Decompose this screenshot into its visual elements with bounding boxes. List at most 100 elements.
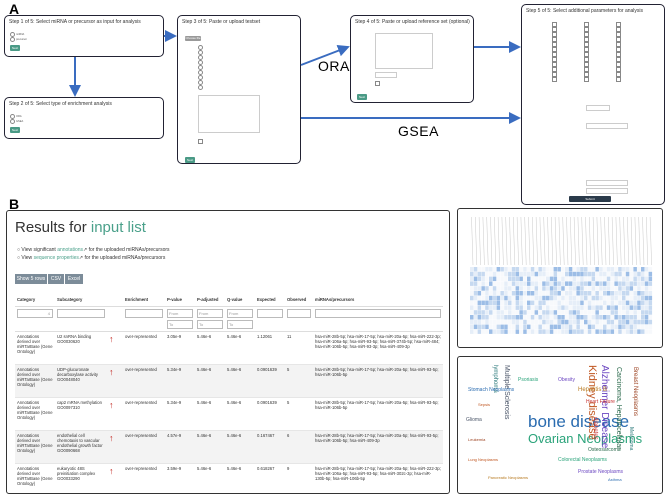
category-checkbox[interactable] [584,22,589,27]
expected-filter[interactable] [257,309,283,318]
subcategory-filter[interactable] [57,309,105,318]
testset-textarea[interactable] [198,95,260,133]
enrichment-filter[interactable] [125,309,163,318]
reference-textarea[interactable] [375,33,433,69]
category-checkbox[interactable] [616,52,621,57]
species-radio-5[interactable] [198,65,203,70]
column-header-8[interactable]: Observed [285,292,313,307]
mirnas-filter[interactable] [315,309,441,318]
species-radio-4[interactable] [198,60,203,65]
reference-checkbox[interactable] [375,81,380,86]
radio-ora[interactable] [10,114,15,119]
category-checkbox[interactable] [616,42,621,47]
sequence-properties-link[interactable]: sequence properties [33,255,79,261]
choose-file-button[interactable]: Choose file [185,36,201,41]
heatmap-cell [470,300,474,306]
padj-from[interactable]: From [197,309,223,318]
category-checkbox[interactable] [552,77,557,82]
qvalue-to[interactable]: To [227,320,253,329]
category-checkbox[interactable] [552,52,557,57]
column-header-6[interactable]: Q-value [225,292,255,307]
column-header-2[interactable] [107,292,123,307]
heatmap-cell [606,315,611,320]
radio-gsea[interactable] [10,119,15,124]
cell-p: 5.34e-9 [165,364,195,398]
category-checkbox[interactable] [616,57,621,62]
significance-input[interactable] [586,180,628,186]
category-checkbox[interactable] [616,47,621,52]
category-checkbox[interactable] [616,72,621,77]
wordcloud-word: Osteosarcoma [588,447,621,453]
category-checkbox[interactable] [584,62,589,67]
category-checkbox[interactable] [584,77,589,82]
step2-next-button[interactable]: Next [10,127,20,133]
column-header-4[interactable]: P-value [165,292,195,307]
column-header-0[interactable]: Category [15,292,55,307]
column-header-9[interactable]: miRNAs/precursors [313,292,443,307]
category-checkbox[interactable] [584,27,589,32]
category-checkbox[interactable] [552,62,557,67]
min-entries-input[interactable] [586,188,628,194]
option-checkbox[interactable] [198,139,203,144]
heatmap-cell [500,324,504,330]
category-checkbox[interactable] [584,57,589,62]
arrow-s3-s4 [300,44,350,66]
excel-button[interactable]: Excel [65,274,83,284]
category-checkbox[interactable] [552,42,557,47]
category-checkbox[interactable] [552,57,557,62]
category-checkbox[interactable] [552,27,557,32]
category-checkbox[interactable] [584,52,589,57]
annotations-link[interactable]: annotations [57,247,84,253]
category-checkbox[interactable] [616,67,621,72]
species-radio-7[interactable] [198,75,203,80]
category-checkbox[interactable] [552,72,557,77]
reference-select[interactable] [375,72,397,78]
category-checkbox[interactable] [616,27,621,32]
category-checkbox[interactable] [584,37,589,42]
category-checkbox[interactable] [584,47,589,52]
category-checkbox[interactable] [552,32,557,37]
step3-next-button[interactable]: Next [185,157,195,163]
threshold-input[interactable] [586,123,628,129]
pvalue-from[interactable]: From [167,309,193,318]
category-checkbox[interactable] [616,62,621,67]
pvalue-to[interactable]: To [167,320,193,329]
adjust-select[interactable] [586,105,610,111]
category-checkbox[interactable] [584,72,589,77]
qvalue-from[interactable]: From [227,309,253,318]
category-checkbox[interactable] [584,67,589,72]
category-filter[interactable]: 4 [17,309,53,318]
heatmap-cell [473,276,478,282]
step4-window: Step 4 of 5: Paste or upload reference s… [350,15,474,103]
radio-miRNA[interactable] [10,32,15,37]
padj-to[interactable]: To [197,320,223,329]
species-radio-1[interactable] [198,45,203,50]
category-checkbox[interactable] [584,42,589,47]
category-checkbox[interactable] [616,22,621,27]
species-radio-9[interactable] [198,85,203,90]
column-header-5[interactable]: P-adjusted [195,292,225,307]
category-checkbox[interactable] [616,77,621,82]
category-checkbox[interactable] [584,32,589,37]
species-radio-2[interactable] [198,50,203,55]
species-radio-6[interactable] [198,70,203,75]
step1-next-button[interactable]: Next [10,45,20,51]
step4-next-button[interactable]: Next [357,94,367,100]
column-header-1[interactable]: Subcategory [55,292,107,307]
category-checkbox[interactable] [552,67,557,72]
category-checkbox[interactable] [552,22,557,27]
observed-filter[interactable] [287,309,311,318]
results-title-link[interactable]: input list [90,219,146,236]
submit-button[interactable]: Submit [569,196,611,202]
species-radio-3[interactable] [198,55,203,60]
category-checkbox[interactable] [552,47,557,52]
category-checkbox[interactable] [552,37,557,42]
show-rows-button[interactable]: Show 5 rows ▾ [15,274,47,292]
species-radio-8[interactable] [198,80,203,85]
category-checkbox[interactable] [616,37,621,42]
category-checkbox[interactable] [616,32,621,37]
column-header-3[interactable]: Enrichment [123,292,165,307]
column-header-7[interactable]: Expected [255,292,285,307]
radio-precursor[interactable] [10,37,15,42]
csv-button[interactable]: CSV [48,274,64,284]
